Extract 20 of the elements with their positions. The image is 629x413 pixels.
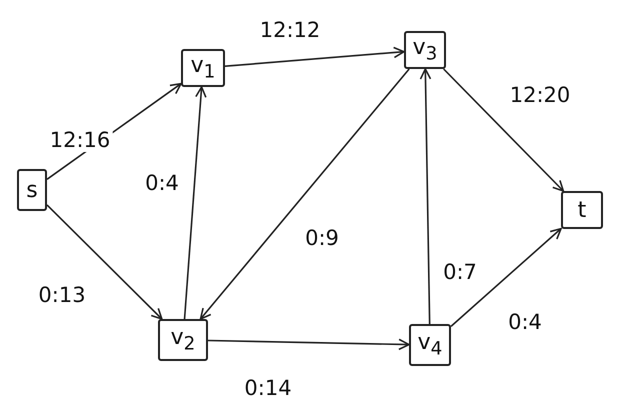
arrow — [450, 228, 562, 327]
arrow — [443, 68, 564, 192]
arrow — [224, 46, 405, 68]
node-box — [404, 31, 446, 69]
node-label: v$_{1}$ — [190, 53, 216, 83]
node-box — [561, 191, 603, 229]
node-label: v$_{3}$ — [412, 35, 438, 65]
arrow — [184, 86, 207, 320]
node-box — [181, 49, 225, 87]
node-label: v$_{2}$ — [170, 325, 196, 355]
node-box — [409, 324, 451, 366]
node-box — [158, 319, 208, 361]
arrow — [200, 68, 410, 320]
arrow — [46, 204, 163, 320]
node-label: t — [578, 198, 586, 222]
arrow — [208, 338, 410, 350]
arrow — [420, 68, 432, 324]
node-label: s — [26, 178, 38, 202]
node-label: v$_{4}$ — [418, 330, 442, 360]
node-box — [17, 169, 47, 211]
